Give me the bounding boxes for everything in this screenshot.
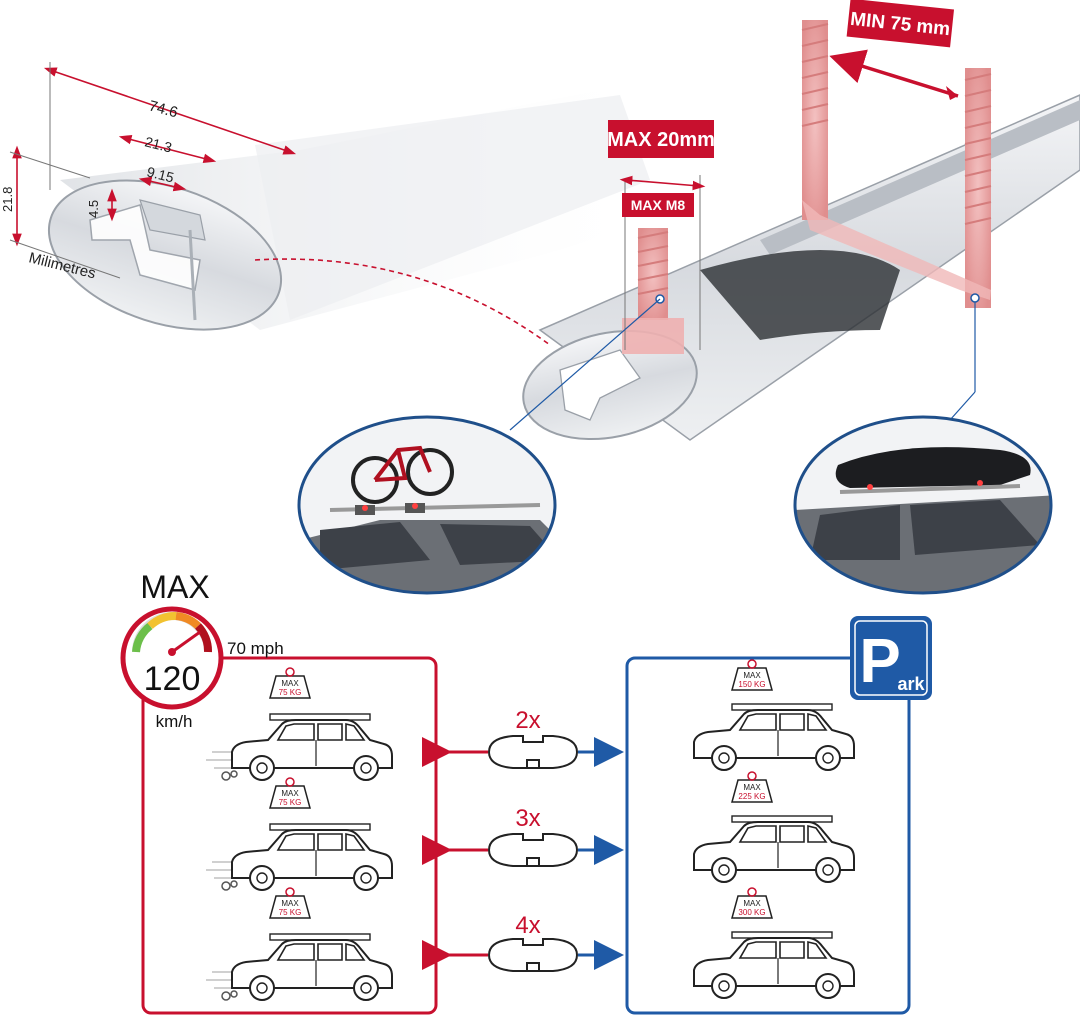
bar-profile-icon bbox=[488, 735, 578, 769]
driving-load-2: 75 KG bbox=[279, 798, 302, 807]
dim-slot-outer: 21.3 bbox=[143, 133, 174, 155]
driving-row-3: MAX 75 KG bbox=[205, 887, 393, 1001]
weight-prefix: MAX bbox=[743, 899, 761, 908]
speed-gauge: MAX 120 km/h 70 mph bbox=[120, 569, 284, 731]
bike-photo bbox=[297, 415, 557, 595]
speed-label: MAX bbox=[140, 569, 209, 605]
parked-row-3: MAX 300 KG bbox=[693, 887, 855, 999]
weight-prefix: MAX bbox=[281, 899, 299, 908]
roof-box bbox=[835, 447, 1031, 488]
driving-load-3: 75 KG bbox=[279, 908, 302, 917]
multiplier-row-1: 2x bbox=[422, 707, 624, 769]
weight-icon bbox=[269, 785, 311, 809]
weight-prefix: MAX bbox=[743, 671, 761, 680]
roofbox-photo bbox=[793, 415, 1053, 595]
dim-lip: 4.5 bbox=[86, 200, 101, 218]
spec-min-spacing: MIN 75 mm bbox=[846, 0, 955, 48]
weight-prefix: MAX bbox=[281, 679, 299, 688]
multiplier-row-3: 4x bbox=[422, 912, 624, 972]
parked-load-1: 150 KG bbox=[738, 680, 765, 689]
weight-icon bbox=[731, 779, 773, 803]
spec-max-head: MAX 20mm bbox=[607, 120, 715, 158]
svg-text:MAX 20mm: MAX 20mm bbox=[607, 129, 715, 151]
weight-prefix: MAX bbox=[281, 789, 299, 798]
park-sign: P ark bbox=[850, 616, 932, 700]
speed-value: 120 bbox=[144, 660, 201, 698]
dim-slot-inner: 9.15 bbox=[145, 163, 176, 185]
weight-prefix: MAX bbox=[743, 783, 761, 792]
profile-drawing: 74.6 21.3 9.15 4.5 21.8 Milimetres bbox=[0, 62, 658, 346]
connector-dashed bbox=[254, 258, 551, 346]
parked-row-1: MAX 150 KG bbox=[693, 659, 855, 771]
driving-row-1: MAX 75 KG bbox=[205, 667, 393, 781]
multiplier-row-2: 3x bbox=[422, 805, 624, 867]
park-suffix: ark bbox=[897, 674, 925, 694]
dim-width: 74.6 bbox=[147, 97, 180, 121]
bar-profile-icon bbox=[488, 938, 578, 972]
svg-text:MAX M8: MAX M8 bbox=[631, 197, 686, 213]
multiplier-3: 4x bbox=[515, 912, 540, 939]
weight-icon bbox=[269, 675, 311, 699]
driving-row-2: MAX 75 KG bbox=[205, 777, 393, 891]
park-letter: P bbox=[859, 627, 900, 696]
weight-icon bbox=[269, 895, 311, 919]
driving-load-1: 75 KG bbox=[279, 688, 302, 697]
parked-load-2: 225 KG bbox=[738, 792, 765, 801]
bar-drawing bbox=[509, 20, 1080, 441]
spec-max-thread: MAX M8 bbox=[622, 193, 694, 217]
weight-icon bbox=[731, 895, 773, 919]
multiplier-1: 2x bbox=[515, 707, 540, 734]
dim-height: 21.8 bbox=[0, 187, 15, 212]
bar-profile-icon bbox=[488, 833, 578, 867]
speed-unit: km/h bbox=[156, 712, 193, 731]
bike-wheel-front bbox=[406, 448, 454, 496]
speed-mph: 70 mph bbox=[227, 639, 284, 658]
parked-row-2: MAX 225 KG bbox=[693, 771, 855, 883]
parked-load-3: 300 KG bbox=[738, 908, 765, 917]
weight-icon bbox=[731, 667, 773, 691]
multiplier-2: 3x bbox=[515, 805, 540, 832]
